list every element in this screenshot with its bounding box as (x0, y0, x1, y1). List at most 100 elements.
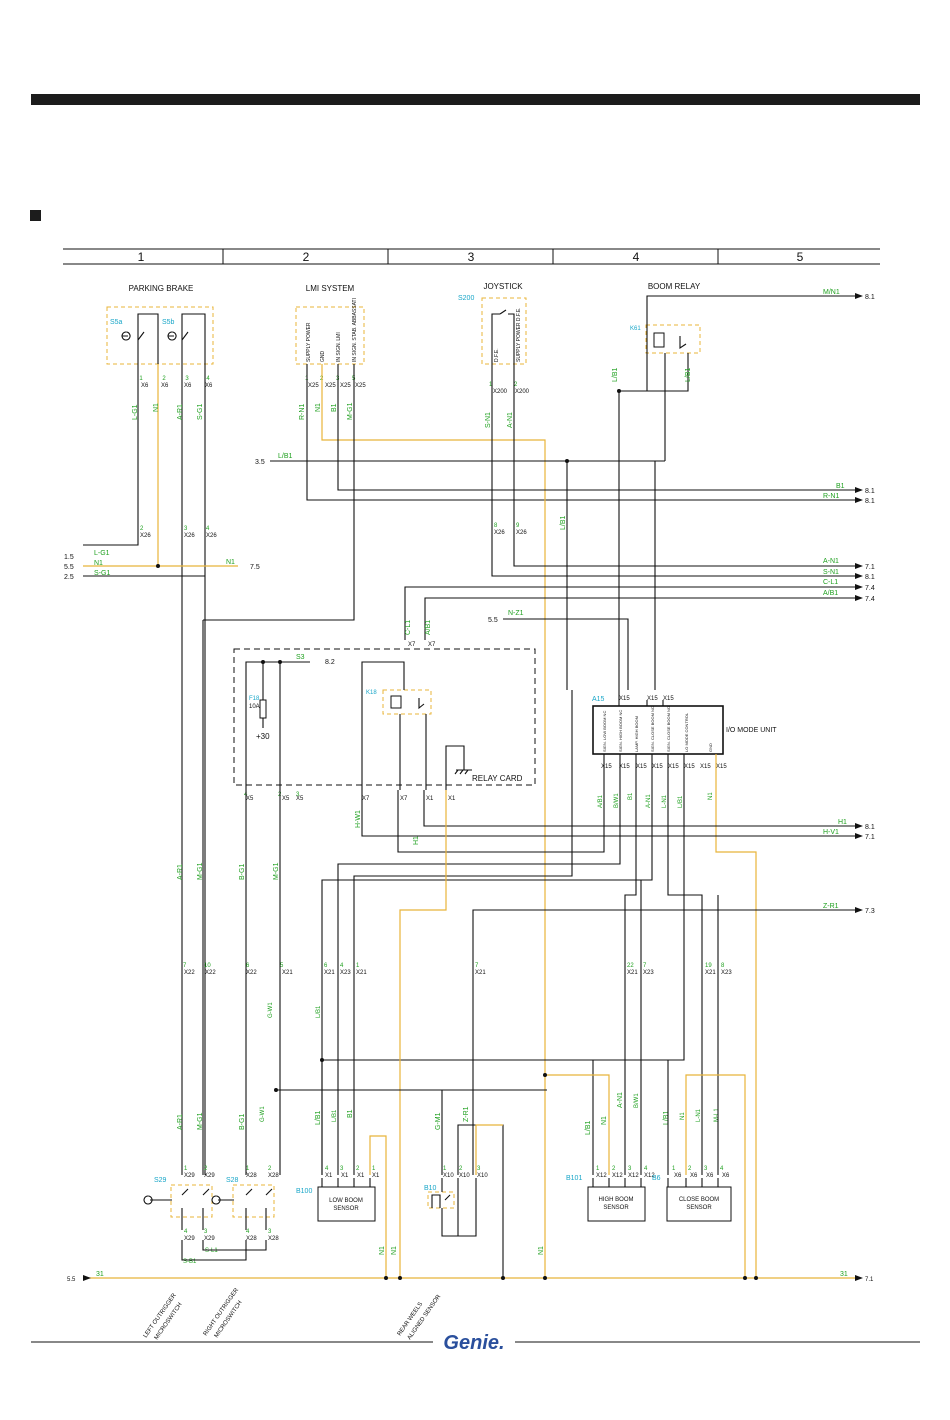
wire-cl1 (404, 586, 855, 640)
wire-mn1 (646, 295, 855, 391)
svg-text:X15: X15 (636, 764, 647, 770)
svg-text:N1: N1 (708, 792, 714, 800)
fuse-ref: F18 (249, 696, 260, 702)
svg-text:2: 2 (268, 1166, 272, 1172)
svg-text:3: 3 (204, 1229, 208, 1235)
wire-zr1-rear (475, 1124, 503, 1175)
wire-labels: L-G1 N1 A-R1 S-G1 R-N1 N1 B1 M-G1 S-N1 A… (132, 367, 720, 1265)
svg-text:X12: X12 (612, 1173, 623, 1179)
wire-rn1 (306, 364, 855, 501)
svg-text:N1: N1 (538, 1246, 545, 1255)
svg-text:X21: X21 (627, 970, 638, 976)
wire-n1-low (369, 1135, 387, 1278)
svg-text:3: 3 (185, 376, 189, 382)
svg-text:X15: X15 (601, 764, 612, 770)
svg-text:M-L1: M-L1 (714, 1108, 720, 1122)
svg-text:A-R1: A-R1 (177, 1114, 184, 1130)
svg-text:X21: X21 (356, 970, 367, 976)
section-title: LMI SYSTEM (306, 284, 355, 293)
bus-arrow (855, 1275, 863, 1281)
svg-text:S-G1: S-G1 (197, 404, 204, 420)
left-ref-n1: 5.5 N1 (64, 560, 103, 571)
svg-text:19: 19 (705, 963, 712, 969)
svg-text:X28: X28 (246, 1236, 257, 1242)
svg-text:N1: N1 (680, 1112, 686, 1120)
parking-brake-switch: S5a S5b (106, 306, 214, 365)
svg-text:L/B1: L/B1 (678, 795, 684, 808)
svg-text:5.5: 5.5 (488, 617, 498, 624)
svg-text:X22: X22 (205, 970, 216, 976)
right-ref-hv1: H-V1 7.1 (823, 829, 875, 841)
wire-n1-lmi (321, 364, 546, 1278)
svg-text:L-G1: L-G1 (132, 404, 139, 420)
svg-text:7: 7 (475, 963, 479, 969)
svg-text:GND: GND (708, 743, 713, 752)
svg-text:2: 2 (204, 1166, 208, 1172)
low-boom-label: LOW BOOM (329, 1198, 363, 1204)
wire-bg1-mg1 (245, 790, 281, 1175)
svg-text:4: 4 (206, 376, 210, 382)
svg-text:4: 4 (206, 526, 210, 532)
high-boom-ref: B101 (566, 1175, 582, 1182)
svg-text:10: 10 (204, 963, 211, 969)
svg-text:X6: X6 (722, 1173, 730, 1179)
svg-text:X21: X21 (475, 970, 486, 976)
svg-text:1: 1 (372, 1166, 376, 1172)
svg-text:X5: X5 (246, 796, 254, 802)
svg-text:SIGN. CLOSE BOOM NO: SIGN. CLOSE BOOM NO (666, 706, 671, 752)
high-boom-label: HIGH BOOM (598, 1197, 633, 1203)
svg-text:H1: H1 (838, 819, 847, 826)
svg-text:A-R1: A-R1 (177, 864, 184, 880)
low-boom-pins (321, 1178, 371, 1187)
svg-text:N1: N1 (379, 1246, 386, 1255)
svg-text:8: 8 (721, 963, 725, 969)
wire-s3 (245, 661, 310, 790)
section-title: JOYSTICK (483, 282, 523, 291)
svg-text:3: 3 (184, 526, 188, 532)
svg-text:X25: X25 (325, 383, 336, 389)
svg-text:G-W1: G-W1 (260, 1106, 266, 1122)
svg-text:X6: X6 (690, 1173, 698, 1179)
svg-text:2: 2 (459, 1166, 463, 1172)
svg-text:3: 3 (296, 792, 300, 798)
svg-text:X28: X28 (246, 1173, 257, 1179)
svg-text:X15: X15 (647, 696, 658, 702)
bus-junctions (384, 1276, 758, 1280)
io-pin-labels: SIGN. LOW BOOM NC SIGN. HIGH BOOM NC LAM… (602, 706, 713, 752)
io-unit-ref: A15 (592, 696, 605, 703)
svg-text:X21: X21 (324, 970, 335, 976)
svg-text:8.1: 8.1 (865, 498, 875, 505)
svg-text:L/B1: L/B1 (332, 1109, 338, 1122)
wire-nz1 (503, 618, 629, 690)
svg-text:X15: X15 (619, 764, 630, 770)
x7-labels: C-L1 A/B1 X7 X7 (405, 620, 436, 648)
svg-text:X15: X15 (684, 764, 695, 770)
svg-text:2: 2 (688, 1166, 692, 1172)
svg-text:B-G1: B-G1 (239, 864, 246, 880)
rear-wheels-sensor (427, 1178, 477, 1237)
svg-text:X12: X12 (596, 1173, 607, 1179)
wire-ab1 (424, 597, 855, 640)
svg-text:GND: GND (320, 351, 326, 363)
right-ref-b1: B1 8.1 (836, 483, 875, 495)
svg-text:4: 4 (325, 1166, 329, 1172)
svg-text:X29: X29 (204, 1236, 215, 1242)
wire-hv1 (361, 790, 855, 837)
genie-logo: Genie. (443, 1332, 504, 1354)
lb1-ref: 3.5 L/B1 (255, 453, 293, 466)
svg-text:2: 2 (514, 382, 518, 388)
svg-text:S-L1: S-L1 (205, 1248, 218, 1254)
wire-mg1 (203, 364, 355, 621)
fuse-f18 (259, 699, 267, 719)
plus30-label: +30 (256, 732, 270, 741)
svg-text:X15: X15 (619, 696, 630, 702)
svg-text:7.1: 7.1 (865, 564, 875, 571)
svg-text:L/B1: L/B1 (315, 1110, 322, 1125)
right-ref-mn1: M/N1 8.1 (823, 289, 875, 301)
svg-text:X1: X1 (357, 1173, 365, 1179)
svg-text:1: 1 (184, 1166, 188, 1172)
svg-text:IN SIGN. STAB. ABBASSATI: IN SIGN. STAB. ABBASSATI (352, 298, 358, 362)
